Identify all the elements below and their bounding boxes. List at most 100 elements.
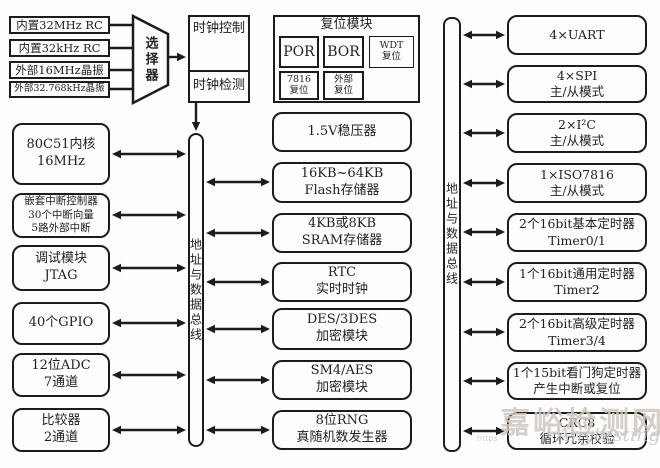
block-sram-memory: 4KB或8KB SRAM存储器 <box>272 213 412 253</box>
block-rtc: RTC 实时时钟 <box>272 262 412 302</box>
arrowhead <box>112 263 121 273</box>
block-external-16mhz-crystal: 外部16MHz晶振 <box>9 61 110 79</box>
block-spi: 4×SPI 主/从模式 <box>507 65 647 103</box>
block-label: 1×ISO7816 <box>540 166 614 182</box>
block-label: 8位RNG <box>315 413 369 429</box>
arrowhead <box>463 178 472 188</box>
block-label: Flash存储器 <box>304 182 380 198</box>
arrowhead <box>463 227 472 237</box>
block-clock-selector: 选择器 <box>135 26 165 94</box>
arrowhead <box>496 128 505 138</box>
block-i2c: 2×I²C 主/从模式 <box>507 113 647 153</box>
arrowhead <box>177 52 186 62</box>
block-label: WDT <box>379 40 404 52</box>
arrowhead <box>206 375 215 385</box>
arrowhead <box>261 425 270 435</box>
block-label: 外部 <box>333 73 353 85</box>
clock-detect-section: 时钟检测 <box>190 72 248 101</box>
arrowhead <box>206 277 215 287</box>
arrowhead <box>112 210 121 220</box>
block-label: 5路外部中断 <box>31 222 91 235</box>
block-label: Timer0/1 <box>548 232 606 248</box>
block-label: JTAG <box>44 268 78 283</box>
block-label: 2通道 <box>43 430 79 445</box>
block-label: 16MHz <box>36 154 86 169</box>
block-label: 主/从模式 <box>549 133 605 148</box>
block-label: CRC8 <box>558 414 596 430</box>
block-label: 选择器 <box>142 36 158 84</box>
cell-7816-reset: 7816 复位 <box>279 71 319 100</box>
block-watchdog-timer: 1个15bit看门狗定时器 产生中断或复位 <box>507 362 647 400</box>
block-internal-32khz-rc: 内置32kHz RC <box>9 39 110 57</box>
block-label: 80C51内核 <box>26 137 96 153</box>
arrowhead <box>112 425 121 435</box>
block-label: 时钟控制 <box>192 21 245 36</box>
block-debug-jtag: 调试模块 JTAG <box>12 245 110 291</box>
block-label: RTC <box>327 265 357 281</box>
block-label: 4×SPI <box>556 67 598 83</box>
arrowhead <box>496 277 505 287</box>
block-flash-memory: 16KB~64KB Flash存储器 <box>272 162 412 203</box>
arrowhead <box>496 178 505 188</box>
arrowhead <box>463 376 472 386</box>
arrowhead <box>177 370 186 380</box>
block-label: SRAM存储器 <box>301 233 383 248</box>
arrowhead <box>112 318 121 328</box>
block-label: 内置32kHz RC <box>18 40 101 55</box>
block-label: 2个16bit高级定时器 <box>519 316 635 332</box>
block-des-crypto: DES/3DES 加密模块 <box>272 308 412 350</box>
cell-external-reset: 外部 复位 <box>323 71 364 100</box>
block-label: POR <box>283 43 315 60</box>
block-label: 产生中断或复位 <box>533 381 621 396</box>
block-label: 7816 <box>286 73 312 85</box>
block-label: 复位 <box>381 51 401 62</box>
arrowhead <box>496 426 505 436</box>
block-label: 1.5V稳压器 <box>307 123 377 139</box>
block-external-32768khz-crystal: 外部32.768kHz晶振 <box>9 81 110 98</box>
block-label: 时钟检测 <box>192 78 245 94</box>
arrowhead <box>191 122 201 131</box>
block-label: DES/3DES <box>306 312 378 328</box>
bus-address-data-middle: 地址与数据总线 <box>188 133 204 447</box>
block-label: 7通道 <box>43 375 79 390</box>
block-nested-interrupt-controller: 嵌套中断控制器 30个中断向量 5路外部中断 <box>12 193 110 238</box>
block-label: Timer2 <box>554 282 600 297</box>
block-sm4-aes-crypto: SM4/AES 加密模块 <box>272 360 412 400</box>
block-label: 内置32MHz RC <box>16 17 103 32</box>
block-reset-module: 复位模块 POR BOR WDT 复位 7816 复位 外部 复位 <box>273 15 420 103</box>
block-label: 实时时钟 <box>315 282 368 297</box>
arrowhead <box>496 30 505 40</box>
block-clock-control-detect: 时钟控制 时钟检测 <box>188 15 250 103</box>
arrowhead <box>463 79 472 89</box>
watermark-url-fragment: https <box>477 434 498 443</box>
block-crc8: CRC8 循环冗余校验 <box>507 412 647 450</box>
block-label: 4×UART <box>549 26 605 42</box>
block-advanced-timers: 2个16bit高级定时器 Timer3/4 <box>507 313 647 352</box>
arrowhead <box>496 327 505 337</box>
block-label: 30个中断向量 <box>28 208 94 221</box>
block-label: 调试模块 <box>34 251 87 267</box>
arrowhead <box>177 210 186 220</box>
cell-bor-reset: BOR <box>323 36 364 68</box>
block-label: 主/从模式 <box>549 183 605 198</box>
reset-module-title: 复位模块 <box>320 17 373 33</box>
clock-control-section: 时钟控制 <box>190 17 248 72</box>
block-label: BOR <box>327 43 360 60</box>
block-80c51-core: 80C51内核 16MHz <box>12 123 110 185</box>
bus-label: 地址与数据总线 <box>444 182 459 287</box>
block-rng: 8位RNG 真随机数发生器 <box>272 410 412 450</box>
block-internal-32mhz-rc: 内置32MHz RC <box>9 16 110 34</box>
arrowhead <box>463 327 472 337</box>
arrowhead <box>496 227 505 237</box>
block-general-timer: 1个16bit通用定时器 Timer2 <box>507 262 647 302</box>
block-1v5-regulator: 1.5V稳压器 <box>272 112 412 152</box>
arrowhead <box>496 376 505 386</box>
block-label: 4KB或8KB <box>307 216 377 232</box>
block-label: 1个15bit看门狗定时器 <box>512 364 642 380</box>
arrowhead <box>206 228 215 238</box>
block-label: 2×I²C <box>558 116 596 132</box>
arrowhead <box>261 177 270 187</box>
block-label: SM4/AES <box>310 363 374 379</box>
arrowhead <box>177 425 186 435</box>
